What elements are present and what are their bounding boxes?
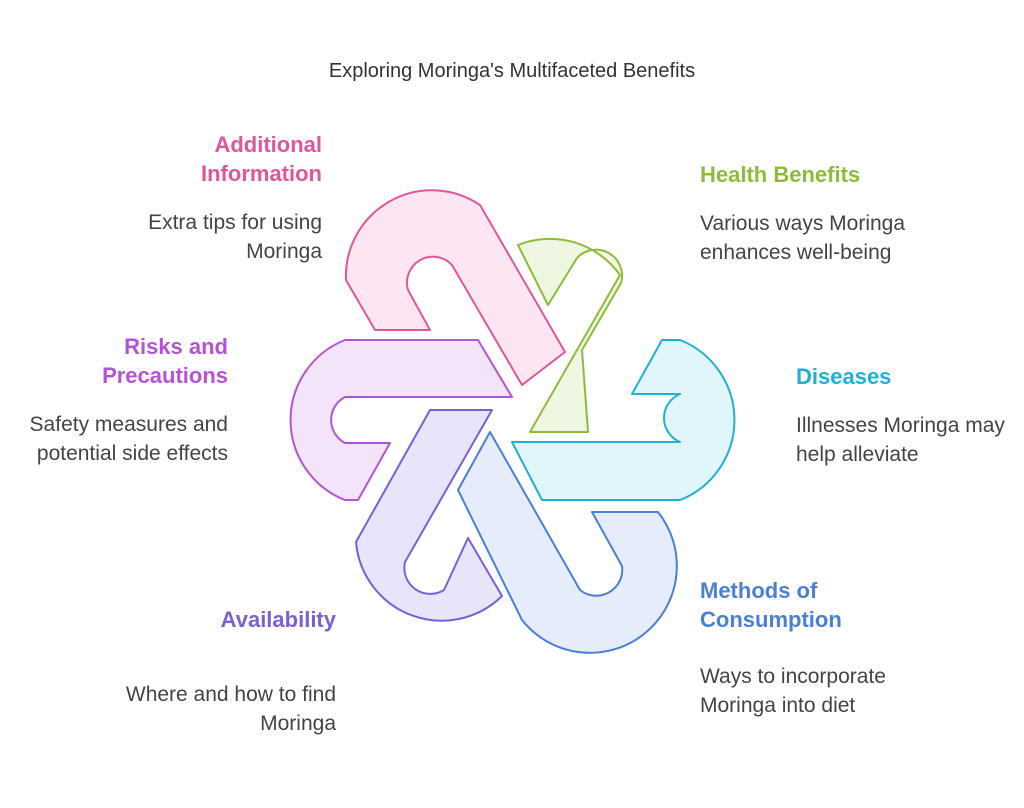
segment-description-risks: Safety measures and potential side effec… <box>29 413 228 465</box>
label-group-risks: Risks and Precautions Safety measures an… <box>20 332 228 468</box>
segment-description-additional: Extra tips for using Moringa <box>148 211 322 263</box>
segment-title-risks: Risks and Precautions <box>102 334 228 388</box>
label-group-availability: Availability Where and how to find Morin… <box>90 605 336 738</box>
segment-description-availability: Where and how to find Moringa <box>125 683 336 735</box>
segment-description-methods: Ways to incorporate Moringa into diet <box>700 665 886 717</box>
segment-title-methods: Methods of Consumption <box>700 578 842 632</box>
diagram-title: Exploring Moringa's Multifaceted Benefit… <box>328 60 696 82</box>
segment-title-availability: Availability <box>220 607 336 632</box>
segment-title-diseases: Diseases <box>796 364 892 389</box>
loop-shape-availability <box>355 409 503 622</box>
segment-title-additional: Additional Information <box>201 132 322 186</box>
label-group-methods: Methods of Consumption Ways to incorpora… <box>700 576 950 720</box>
segment-description-diseases: Illnesses Moringa may help alleviate <box>796 414 1005 466</box>
segment-description-health: Various ways Moringa enhances well-being <box>700 212 906 264</box>
loop-shape-methods <box>457 431 678 654</box>
loop-shape-diseases <box>511 339 736 501</box>
label-group-additional: Additional Information Extra tips for us… <box>120 130 322 266</box>
loop-shape-additional <box>344 189 566 386</box>
segment-title-health: Health Benefits <box>700 162 861 187</box>
loop-shape-risks <box>289 339 513 501</box>
loop-shape-health <box>517 237 624 433</box>
label-group-health: Health Benefits Various ways Moringa enh… <box>700 160 920 267</box>
label-group-diseases: Diseases Illnesses Moringa may help alle… <box>796 362 1006 469</box>
